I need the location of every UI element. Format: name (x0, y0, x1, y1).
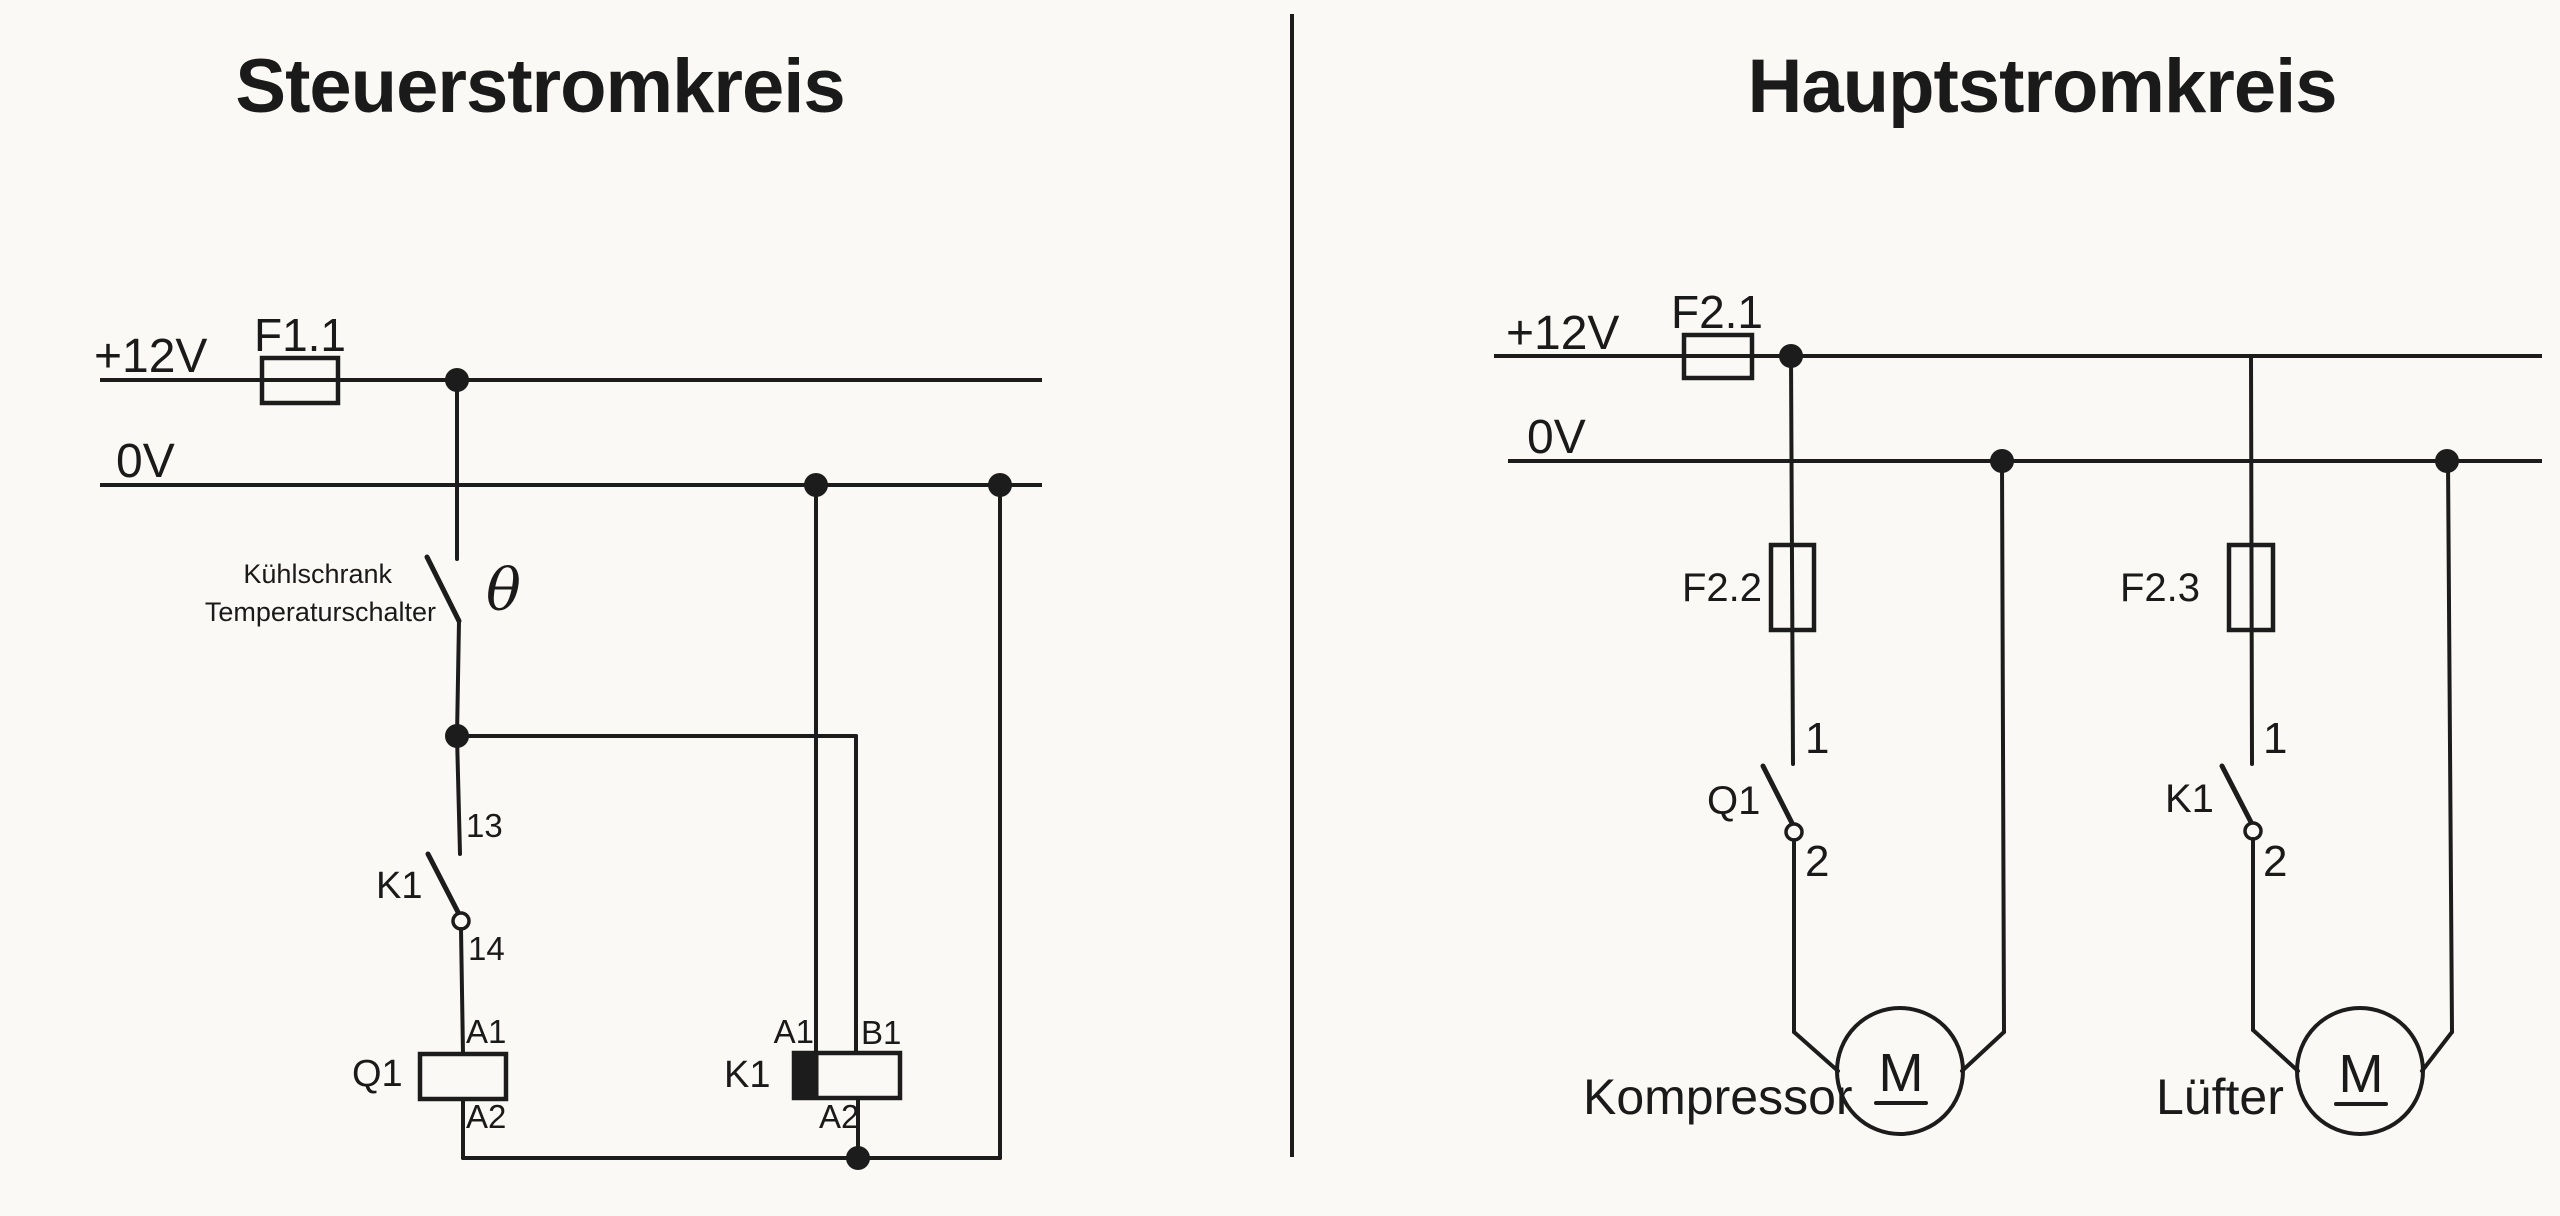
control-circuit-title: Steuerstromkreis (235, 44, 844, 129)
plus12v-rail-label: +12V (1506, 307, 1619, 360)
junction-dot (2435, 449, 2459, 473)
temp-switch-annotation-line2: Temperaturschalter (205, 597, 436, 627)
wire-temp-switch-out (455, 619, 461, 738)
k1-contact-blade (425, 851, 463, 919)
wire-branch2-return (2446, 459, 2454, 1034)
fuse-f11-label: F1.1 (254, 309, 346, 361)
wire-branch1-return (2000, 459, 2006, 1034)
plus12v-rail-label: +12V (94, 330, 207, 383)
wire-motor2-lead-right (2420, 1030, 2454, 1073)
fuse-f22-symbol (1768, 542, 1817, 633)
q1-switch-terminal-2: 2 (1805, 837, 1829, 886)
wire-branch2-top (2249, 354, 2254, 766)
fuse-f23-symbol (2226, 542, 2276, 633)
q1-coil-label: Q1 (352, 1053, 403, 1095)
zerov-rail-label: 0V (1527, 411, 1586, 464)
wire-motor1-lead-right (1960, 1030, 2006, 1073)
control-circuit-panel: Steuerstromkreis +12V 0V F1.1 θ Kühlschr… (94, 44, 1042, 1170)
k1-coil-terminal-a1: A1 (774, 1013, 814, 1050)
k1-switch-terminal-2: 2 (2263, 837, 2287, 886)
kompressor-branch: F2.2 1 Q1 2 M Kompressor (1583, 354, 2014, 1136)
k1-switch-pivot (2243, 821, 2263, 841)
main-circuit-panel: Hauptstromkreis +12V 0V F2.1 F2.2 1 Q1 2… (1494, 44, 2542, 1136)
k1-switch-label: K1 (2165, 777, 2214, 821)
wire-branch1-top (1789, 354, 1795, 766)
fuse-f11-symbol (259, 355, 341, 406)
q1-switch-terminal-1: 1 (1805, 714, 1829, 763)
main-circuit-title: Hauptstromkreis (1748, 44, 2337, 129)
contact-terminal-14: 14 (468, 930, 505, 967)
luefter-branch: F2.3 1 K1 2 M Lüfter (2120, 354, 2459, 1136)
fuse-f22-label: F2.2 (1682, 566, 1762, 610)
k1-coil-label: K1 (724, 1054, 770, 1096)
k1-coil-filled-segment (793, 1052, 819, 1099)
kompressor-caption: Kompressor (1583, 1069, 1853, 1125)
q1-coil-terminal-a2: A2 (466, 1098, 506, 1135)
fuse-f21-symbol (1681, 332, 1755, 381)
k1-contact-label: K1 (376, 865, 422, 907)
k1-switch-terminal-1: 1 (2263, 714, 2287, 763)
zerov-rail-label: 0V (116, 435, 175, 488)
motor-m-glyph: M (2339, 1044, 2384, 1104)
k1-contact-pivot (451, 911, 471, 931)
fuse-f23-label: F2.3 (2120, 566, 2200, 610)
q1-coil-symbol (417, 1051, 509, 1102)
q1-switch-label: Q1 (1707, 779, 1760, 823)
fuse-f21-label: F2.1 (1671, 286, 1763, 338)
motor-m-glyph: M (1879, 1043, 1924, 1103)
wire-contact-to-q1coil (459, 927, 465, 1056)
wire-contact-top (455, 734, 462, 856)
temp-switch-blade (424, 554, 462, 624)
q1-switch-blade (1760, 763, 1797, 830)
junction-dot (1990, 449, 2014, 473)
contact-terminal-13: 13 (466, 807, 503, 844)
k1-coil-terminal-a2: A2 (819, 1098, 859, 1135)
q1-coil-terminal-a1: A1 (466, 1013, 506, 1050)
q1-switch-pivot (1784, 822, 1804, 842)
k1-switch-blade (2219, 763, 2256, 829)
junction-dot (846, 1146, 870, 1170)
luefter-caption: Lüfter (2156, 1069, 2284, 1125)
temp-switch-annotation-line1: Kühlschrank (243, 559, 392, 589)
theta-symbol: θ (486, 556, 521, 624)
k1-coil-terminal-b1: B1 (861, 1014, 901, 1051)
wire-motor1-lead-left (1792, 1030, 1840, 1073)
wire-motor2-lead-left (2251, 1028, 2300, 1073)
